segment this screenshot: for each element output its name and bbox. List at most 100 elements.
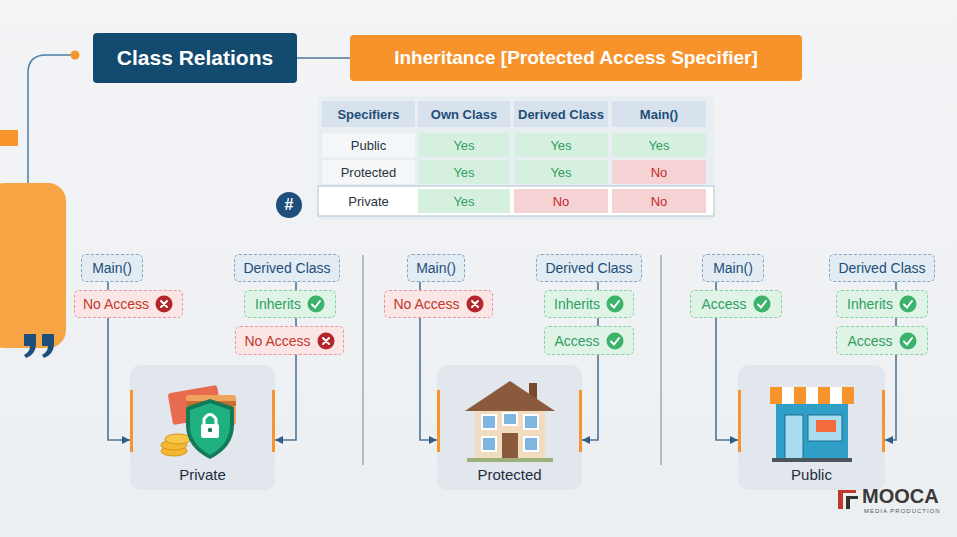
house-illustration-part bbox=[482, 437, 496, 451]
granted-box: Access bbox=[836, 326, 928, 355]
private-illustration-part bbox=[208, 428, 212, 432]
denied-box: No Access bbox=[235, 326, 344, 355]
deco-block bbox=[0, 130, 18, 146]
icon-disc bbox=[606, 296, 623, 313]
deco-panel bbox=[0, 183, 66, 348]
table-cell-yes: Yes bbox=[418, 189, 510, 213]
table-grid-part bbox=[418, 101, 510, 127]
house-illustration-part bbox=[503, 413, 517, 425]
connector bbox=[107, 282, 109, 290]
actor-box: Derived Class bbox=[536, 254, 642, 282]
shop-illustration-part bbox=[830, 387, 842, 404]
actor-box: Derived Class bbox=[829, 254, 935, 282]
node-text: Inherits bbox=[554, 296, 600, 312]
granted-box: Inherits bbox=[544, 290, 634, 318]
node-text: Inherits bbox=[255, 296, 301, 312]
table-cell-yes: Yes bbox=[418, 133, 510, 157]
house-illustration-part bbox=[482, 415, 496, 429]
table-grid-part bbox=[612, 101, 706, 127]
shop-illustration-part bbox=[808, 415, 842, 441]
actor-box: Main() bbox=[702, 254, 764, 282]
shop-illustration-part bbox=[772, 458, 852, 462]
node-text: No Access bbox=[244, 333, 310, 349]
logo-icon bbox=[838, 489, 858, 509]
specifier-card: Private bbox=[130, 365, 275, 490]
watermark-sub: MEDIA PRODUCTION bbox=[864, 508, 941, 514]
card-label: Protected bbox=[477, 466, 541, 483]
node-text: Access bbox=[554, 333, 599, 349]
table-cell-no: No bbox=[612, 189, 706, 213]
shop-illustration-part bbox=[842, 387, 854, 404]
shop-illustration-part bbox=[806, 387, 818, 404]
house-illustration-part bbox=[502, 433, 518, 459]
table-grid-part bbox=[514, 189, 608, 213]
quote-mark-part bbox=[42, 334, 54, 358]
shop-illustration-part bbox=[785, 415, 803, 459]
shop-illustration-part bbox=[794, 387, 806, 404]
connector bbox=[715, 282, 717, 290]
check-icon bbox=[899, 332, 917, 350]
card-label: Private bbox=[179, 466, 226, 483]
table-cell-yes: Yes bbox=[612, 133, 706, 157]
check-icon bbox=[753, 295, 771, 313]
connector bbox=[716, 318, 738, 440]
icon-disc bbox=[307, 296, 324, 313]
connector bbox=[420, 318, 437, 440]
private-illustration-part bbox=[204, 415, 216, 426]
shop-illustration-part bbox=[818, 387, 830, 404]
private-illustration-part bbox=[130, 390, 133, 452]
node-text: Derived Class bbox=[545, 260, 632, 276]
node-text: Main() bbox=[416, 260, 456, 276]
table-cell-yes: Yes bbox=[514, 133, 608, 157]
icon-glyph bbox=[611, 301, 619, 308]
denied-box: No Access bbox=[74, 290, 183, 318]
card-label: Public bbox=[791, 466, 832, 483]
icon-glyph bbox=[323, 338, 329, 344]
granted-box: Inherits bbox=[836, 290, 928, 318]
table-header: Main() bbox=[612, 101, 706, 127]
shop-illustration-part bbox=[882, 390, 885, 452]
connector bbox=[597, 318, 599, 326]
icon-disc bbox=[899, 332, 916, 349]
column-divider bbox=[660, 255, 661, 465]
icon-glyph bbox=[904, 301, 912, 308]
connector bbox=[108, 318, 130, 440]
table-grid-part bbox=[612, 189, 706, 213]
node-text: Inheritance [Protected Access Specifier] bbox=[394, 47, 758, 69]
node-text: Derived Class bbox=[243, 260, 330, 276]
icon-disc bbox=[317, 332, 334, 349]
table-grid-part bbox=[514, 101, 608, 127]
connector bbox=[582, 355, 598, 440]
quote-mark bbox=[24, 334, 54, 358]
table-grid-part bbox=[322, 101, 415, 127]
table-header: Own Class bbox=[418, 101, 510, 127]
icon-glyph bbox=[161, 301, 167, 307]
table-grid-part bbox=[514, 160, 608, 184]
icon-disc bbox=[156, 296, 173, 313]
check-icon bbox=[606, 332, 624, 350]
node-text: Main() bbox=[92, 260, 132, 276]
table-grid-part bbox=[612, 160, 706, 184]
actor-box: Main() bbox=[407, 254, 465, 282]
table-row-name: Private bbox=[322, 189, 415, 213]
connector bbox=[885, 355, 896, 440]
node-text: No Access bbox=[393, 296, 459, 312]
hash-badge: # bbox=[276, 192, 302, 218]
house-illustration-part bbox=[467, 458, 553, 462]
table-row-name: Public bbox=[322, 133, 415, 157]
private-illustration-part bbox=[201, 424, 219, 438]
table-row-name: Protected bbox=[322, 160, 415, 184]
house-illustration-part bbox=[475, 407, 545, 459]
check-icon bbox=[307, 295, 325, 313]
table-grid-part bbox=[612, 133, 706, 157]
column-divider bbox=[362, 255, 363, 465]
table-cell-no: No bbox=[514, 189, 608, 213]
topic-box: Class Relations bbox=[93, 33, 297, 83]
cross-icon bbox=[466, 295, 484, 313]
deco-line bbox=[28, 55, 75, 183]
node-text: Access bbox=[847, 333, 892, 349]
table-grid-part bbox=[318, 96, 714, 220]
connector bbox=[419, 282, 421, 290]
